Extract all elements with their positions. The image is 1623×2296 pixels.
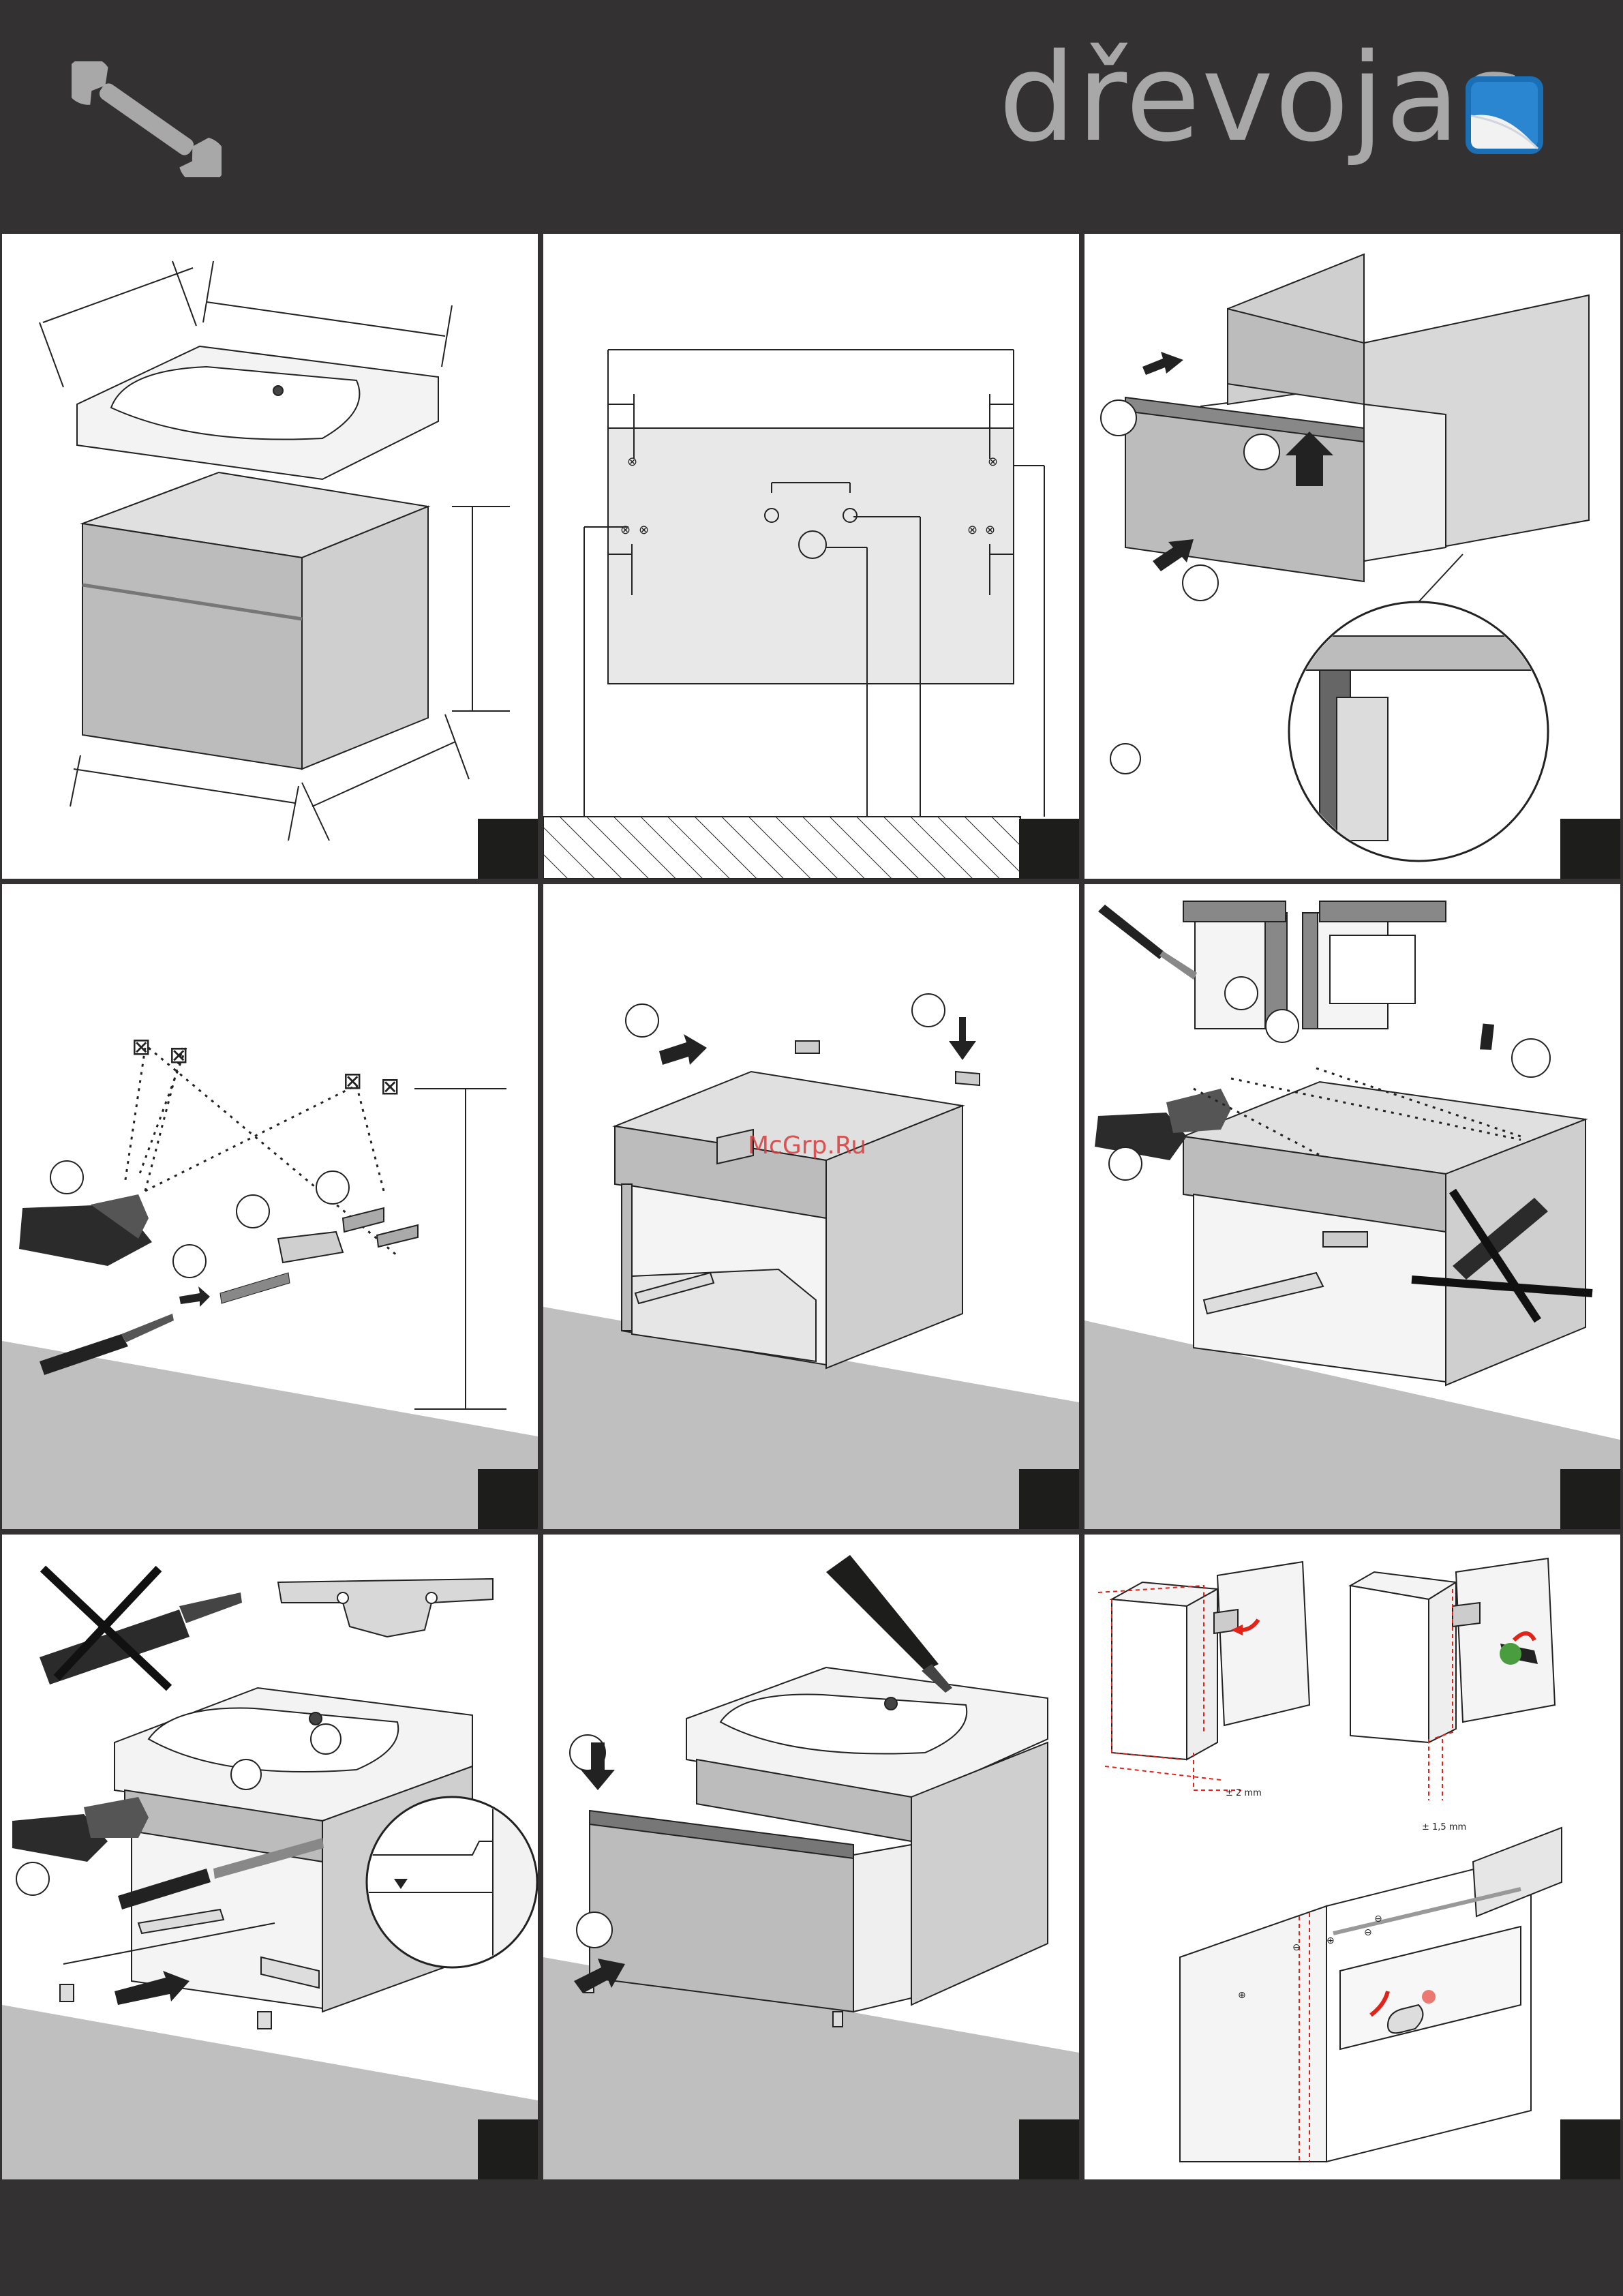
- step-1-dimensions-panel: [2, 234, 538, 879]
- step-marker: [1019, 1469, 1079, 1529]
- cabinet-hanging-illustration: [543, 884, 1079, 1529]
- svg-text:⊖: ⊖: [1374, 1914, 1382, 1924]
- step-8-drawer-insertion-panel: [543, 1535, 1079, 2179]
- svg-text:⊗: ⊗: [967, 523, 977, 537]
- step-7-basin-fixing-panel: [2, 1535, 538, 2179]
- svg-text:⊗: ⊗: [988, 455, 998, 469]
- svg-text:⊠: ⊠: [343, 1068, 363, 1095]
- step-marker: [1560, 819, 1620, 879]
- step-marker: [478, 2119, 538, 2179]
- step-marker: [1019, 819, 1079, 879]
- page-header: dřevojas: [0, 0, 1623, 230]
- brand-logo-icon: [1464, 75, 1545, 155]
- lateral-tolerance-label: ± 2 mm: [1226, 1788, 1262, 1798]
- step-9-drawer-adjustment-panel: ⊖⊕⊖⊖⊕ ± 2 mm ± 1,5 mm: [1084, 1535, 1620, 2179]
- svg-text:⊠: ⊠: [132, 1033, 151, 1061]
- step-4-wall-mounting-panel: ⊠ ⊠ ⊠ ⊠: [2, 884, 538, 1529]
- drawer-insertion-illustration: [543, 1535, 1079, 2179]
- svg-text:⊕: ⊕: [1238, 1990, 1246, 2001]
- svg-text:⊗: ⊗: [620, 523, 631, 537]
- vertical-tolerance-label: ± 1,5 mm: [1422, 1822, 1466, 1832]
- svg-text:⊖: ⊖: [1292, 1942, 1301, 1953]
- cabinet-fixing-illustration: [1084, 884, 1620, 1529]
- svg-text:⊗: ⊗: [627, 455, 637, 469]
- basin-fixing-illustration: [2, 1535, 538, 2179]
- basin-and-cabinet-dimensions-illustration: [2, 234, 538, 879]
- svg-text:⊗: ⊗: [639, 523, 649, 537]
- svg-text:⊠: ⊠: [380, 1073, 400, 1100]
- step-marker: [1560, 1469, 1620, 1529]
- step-marker: [478, 1469, 538, 1529]
- drawer-removal-illustration: [1084, 234, 1620, 879]
- step-3-drawer-removal-panel: [1084, 234, 1620, 879]
- step-2-wall-layout-panel: ⊗ ⊗ ⊗ ⊗ ⊗ ⊗: [543, 234, 1079, 879]
- wall-drilling-and-bracket-illustration: ⊠ ⊠ ⊠ ⊠: [2, 884, 538, 1529]
- step-marker: [478, 819, 538, 879]
- page-footer: [0, 2181, 1623, 2296]
- svg-text:⊖: ⊖: [1364, 1927, 1372, 1938]
- brand-wordmark: dřevojas: [999, 37, 1526, 159]
- wall-drilling-layout-illustration: ⊗ ⊗ ⊗ ⊗ ⊗ ⊗: [543, 234, 1079, 879]
- step-5-cabinet-hanging-panel: [543, 884, 1079, 1529]
- watermark-text: McGrp.Ru: [748, 1132, 866, 1160]
- svg-text:⊗: ⊗: [985, 523, 995, 537]
- step-6-cabinet-fixing-panel: [1084, 884, 1620, 1529]
- svg-text:⊕: ⊕: [1326, 1935, 1335, 1946]
- step-marker: [1019, 2119, 1079, 2179]
- svg-text:⊠: ⊠: [169, 1042, 189, 1069]
- wrench-icon: [72, 61, 222, 177]
- drawer-adjustment-illustration: ⊖⊕⊖⊖⊕ ± 2 mm ± 1,5 mm: [1084, 1535, 1620, 2179]
- step-marker: [1560, 2119, 1620, 2179]
